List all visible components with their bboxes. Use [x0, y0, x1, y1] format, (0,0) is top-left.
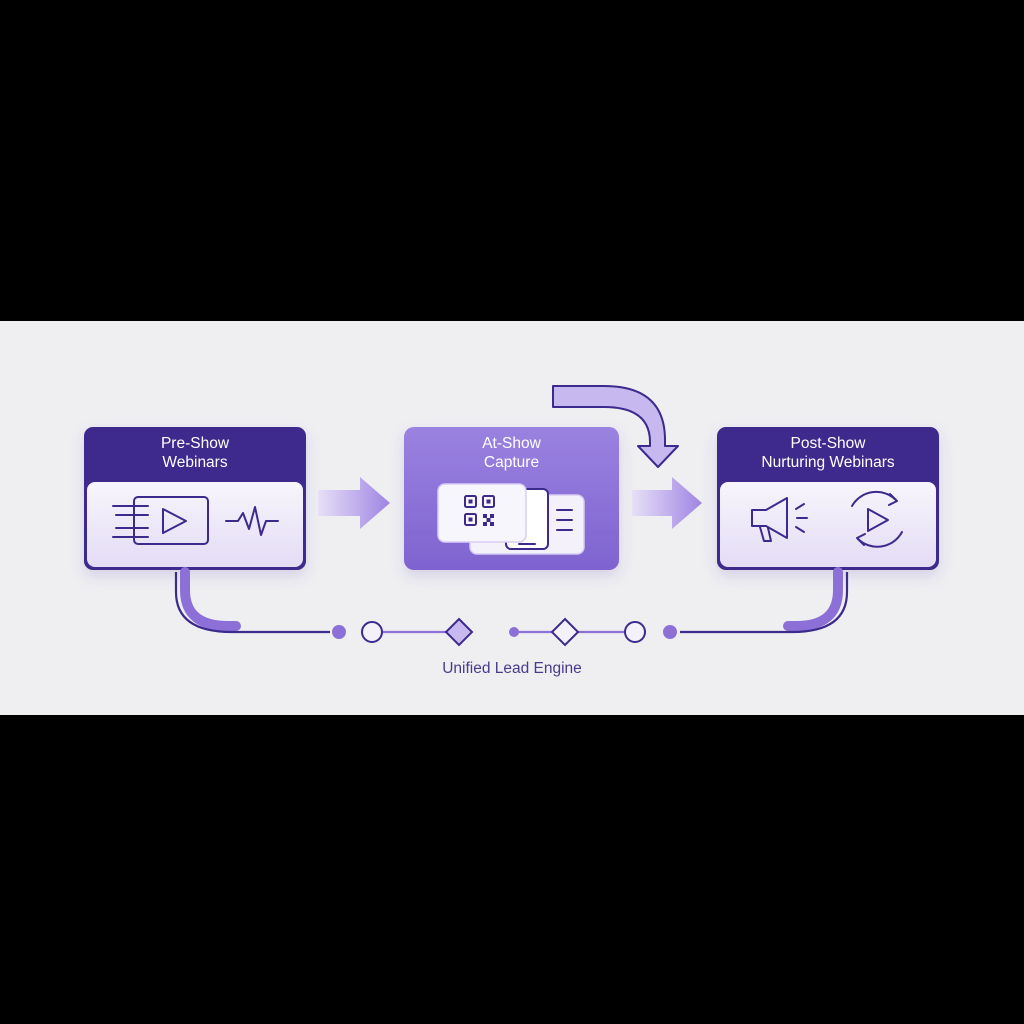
- megaphone-icon: [751, 497, 808, 542]
- engine-node-dot-1: [332, 625, 346, 639]
- stage-at-show-title-line2: Capture: [483, 454, 540, 471]
- stage-post-show-title-line1: Post-Show: [790, 435, 866, 452]
- stage-at-show-title: At-Show Capture: [404, 434, 619, 472]
- waveform-icon: [225, 506, 279, 536]
- connector-pre-show: [180, 567, 241, 631]
- stage-pre-show-card: [84, 427, 306, 570]
- stage-post-show-title-line2: Nurturing Webinars: [761, 454, 895, 471]
- engine-node-diamond-2: [550, 617, 580, 647]
- engine-node-ring-2: [624, 621, 646, 643]
- engine-label: Unified Lead Engine: [442, 660, 582, 677]
- stage-pre-show-title-line2: Webinars: [162, 454, 228, 471]
- stage-pre-show-title: Pre-Show Webinars: [84, 434, 306, 472]
- stage-at-show-title-line1: At-Show: [482, 435, 541, 452]
- engine-node-dot-2: [509, 627, 519, 637]
- curved-flow-arrow: [552, 385, 679, 468]
- engine-node-ring-1: [361, 621, 383, 643]
- connector-post-show: [783, 567, 843, 631]
- stage-post-show-title: Post-Show Nurturing Webinars: [717, 434, 939, 472]
- flow-arrow-2: [632, 477, 702, 529]
- flow-arrow-1: [318, 477, 390, 529]
- qr-code-icon: [437, 483, 527, 543]
- video-play-icon: [112, 496, 209, 545]
- engine-node-diamond-1: [444, 617, 474, 647]
- stage-pre-show-title-line1: Pre-Show: [160, 435, 230, 452]
- engine-node-dot-3: [663, 625, 677, 639]
- replay-video-icon: [851, 490, 903, 548]
